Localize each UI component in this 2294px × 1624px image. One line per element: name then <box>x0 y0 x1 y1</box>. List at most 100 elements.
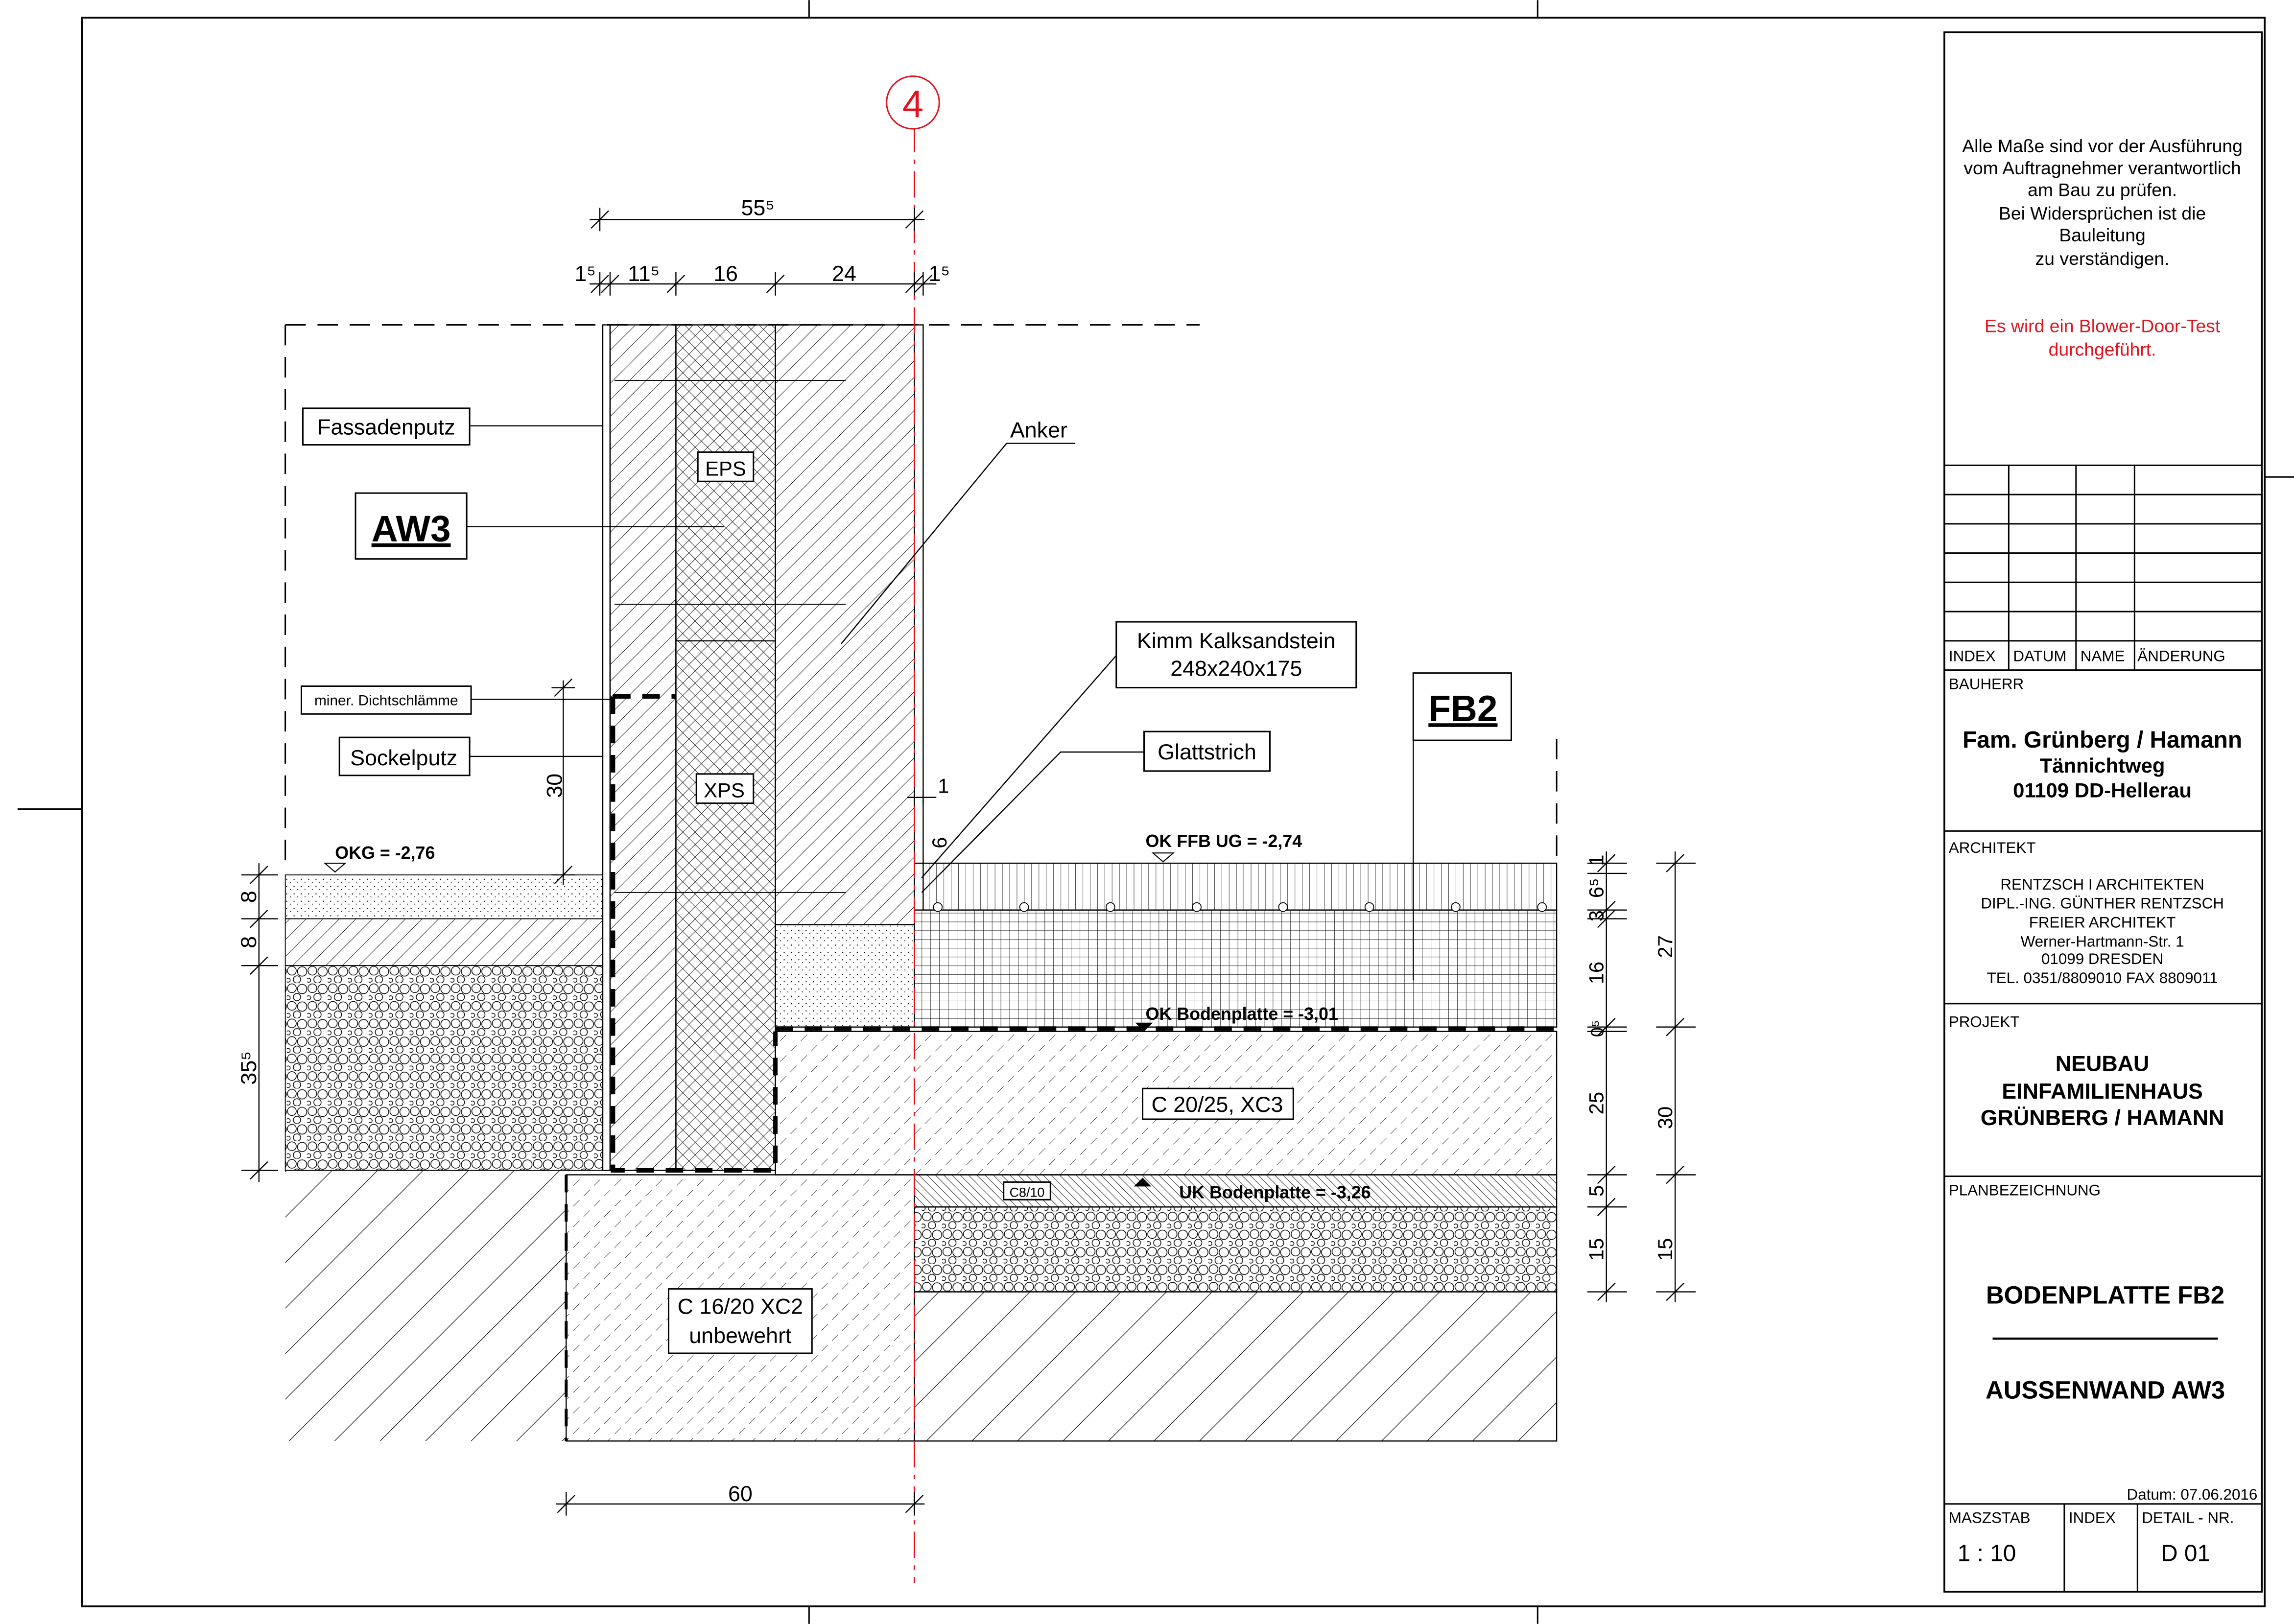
level-ok-ffb: OK FFB UG = -2,74 <box>1146 831 1302 851</box>
dim-left-30: 30 <box>542 774 567 798</box>
planbezeichnung-label: PLANBEZEICHNUNG <box>1949 1181 2101 1199</box>
ground-layer <box>284 918 603 966</box>
note-line-4: Bei Widersprüchen ist die <box>1999 203 2206 223</box>
projekt-line-3: GRÜNBERG / HAMANN <box>1981 1106 2224 1130</box>
bauherr-label: BAUHERR <box>1949 676 2024 693</box>
architekt-line-6: TEL. 0351/8809010 FAX 8809011 <box>1987 969 2218 987</box>
dim-left-2: 8 <box>236 936 261 948</box>
plan-title-1: BODENPLATTE FB2 <box>1986 1281 2224 1309</box>
dim-top-5: 1⁵ <box>928 261 950 286</box>
dim-left-1: 8 <box>236 891 261 903</box>
fold-marks <box>17 0 2294 1624</box>
break-lines <box>284 324 1558 864</box>
level-ok-bodenplatte: OK Bodenplatte = -3,01 <box>1146 1004 1338 1024</box>
gravel-layer <box>914 1206 1558 1293</box>
soil-right <box>914 1291 1558 1442</box>
dim-right-6: 25 <box>1585 1092 1608 1115</box>
dim-right-2: 6⁵ <box>1585 878 1608 898</box>
architekt-line-2: DIPL.-ING. GÜNTHER RENTZSCH <box>1981 895 2224 912</box>
label-xps: XPS <box>704 779 745 802</box>
label-fassadenputz: Fassadenputz <box>317 415 455 440</box>
projekt-label: PROJEKT <box>1949 1013 2020 1031</box>
architekt-line-1: RENTZSCH I ARCHITEKTEN <box>2000 876 2204 893</box>
label-kimm-2: 248x240x175 <box>1170 657 1302 681</box>
level-uk-bodenplatte: UK Bodenplatte = -3,26 <box>1179 1182 1371 1202</box>
waterproofing-line <box>565 694 1557 1441</box>
label-fb2: FB2 <box>1428 688 1497 729</box>
soil-left <box>285 1170 567 1441</box>
dim-top-2: 11⁵ <box>628 261 660 286</box>
dim-right-7: 5 <box>1585 1185 1608 1197</box>
projekt-line-2: EINFAMILIENHAUS <box>2002 1079 2203 1104</box>
axis-marker <box>886 75 940 130</box>
rev-header-aenderung: ÄNDERUNG <box>2137 648 2225 665</box>
gravel-left <box>284 965 603 1171</box>
label-kimm-1: Kimm Kalksandstein <box>1137 629 1336 653</box>
level-okg: OKG = -2,76 <box>335 843 435 863</box>
dim-top-3: 16 <box>713 261 738 286</box>
interior-plaster <box>914 324 924 864</box>
facade-plaster <box>602 324 611 1171</box>
leader-lines <box>467 425 1414 981</box>
dim-right-3: 3 <box>1585 910 1608 921</box>
rev-header-name: NAME <box>2081 648 2125 665</box>
plan-title-2: AUSSENWAND AW3 <box>1986 1376 2225 1404</box>
sheet-border <box>81 17 2266 1607</box>
topsoil-layer <box>284 874 603 919</box>
dim-plaster-6: 6 <box>928 837 951 848</box>
dim-right-outer-3: 15 <box>1654 1238 1677 1261</box>
detail-value: D 01 <box>2161 1540 2210 1566</box>
note-red-2: durchgeführt. <box>2049 339 2156 359</box>
rev-header-datum: DATUM <box>2013 648 2066 665</box>
detail-label: DETAIL - NR. <box>2142 1509 2234 1527</box>
dim-right-outer-1: 27 <box>1654 935 1677 958</box>
ks-wall <box>775 324 915 925</box>
rev-header-index: INDEX <box>1949 648 1996 665</box>
label-dichtschlaemme: miner. Dichtschlämme <box>314 692 458 708</box>
bauherr-name: Fam. Grünberg / Hamann <box>1963 727 2242 753</box>
label-c810: C8/10 <box>1010 1185 1045 1200</box>
massstab-value: 1 : 10 <box>1958 1540 2016 1566</box>
note-line-3: am Bau zu prüfen. <box>2028 180 2177 200</box>
dim-plaster-1: 1 <box>938 775 949 798</box>
eps-insulation-outer <box>609 324 677 1171</box>
index-label: INDEX <box>2069 1509 2116 1527</box>
label-c2025: C 20/25, XC3 <box>1151 1092 1283 1117</box>
dim-right-5: 0⁵ <box>1588 1020 1608 1037</box>
datum: Datum: 07.06.2016 <box>2127 1486 2258 1503</box>
dim-left-3: 35⁵ <box>236 1051 261 1084</box>
note-red-1: Es wird ein Blower-Door-Test <box>1985 315 2221 336</box>
label-c1620-2: unbewehrt <box>689 1323 792 1348</box>
note-line-5: Bauleitung <box>2059 225 2145 245</box>
note-line-2: vom Auftragnehmer verantwortlich <box>1963 158 2241 178</box>
projekt-line-1: NEUBAU <box>2056 1051 2150 1076</box>
dim-top-1: 1⁵ <box>574 261 596 286</box>
dimension-lines <box>241 208 1696 1516</box>
architekt-line-3: FREIER ARCHITEKT <box>2029 914 2176 931</box>
bauherr-city: 01109 DD-Hellerau <box>2013 779 2192 802</box>
architekt-label: ARCHITEKT <box>1949 839 2036 856</box>
note-line-1: Alle Maße sind vor der Ausführung <box>1962 136 2243 156</box>
kimm-stone <box>775 924 915 1028</box>
dim-right-4: 16 <box>1585 962 1608 985</box>
architekt-line-4: Werner-Hartmann-Str. 1 <box>2021 933 2184 950</box>
bauherr-street: Tännichtweg <box>2040 754 2165 777</box>
note-line-6: zu verständigen. <box>2035 248 2170 269</box>
floor-insulation <box>914 909 1558 1028</box>
dim-right-8: 15 <box>1585 1238 1608 1261</box>
title-block: Alle Maße sind vor der Ausführung vom Au… <box>1943 31 2263 1593</box>
label-c1620-1: C 16/20 XC2 <box>678 1294 803 1318</box>
dim-right-1: 1 <box>1585 854 1608 866</box>
architekt-line-5: 01099 DRESDEN <box>2041 950 2163 967</box>
screed-layer <box>922 862 1558 911</box>
anchors <box>614 380 846 893</box>
label-glattstrich: Glattstrich <box>1158 740 1256 764</box>
label-sockelputz: Sockelputz <box>350 746 457 770</box>
dim-bottom: 60 <box>728 1482 753 1506</box>
label-aw3: AW3 <box>372 508 451 549</box>
axis-label: 4 <box>902 83 923 125</box>
dim-top-total: 55⁵ <box>741 195 775 220</box>
label-eps: EPS <box>705 457 746 480</box>
dim-right-outer-2: 30 <box>1654 1106 1677 1130</box>
